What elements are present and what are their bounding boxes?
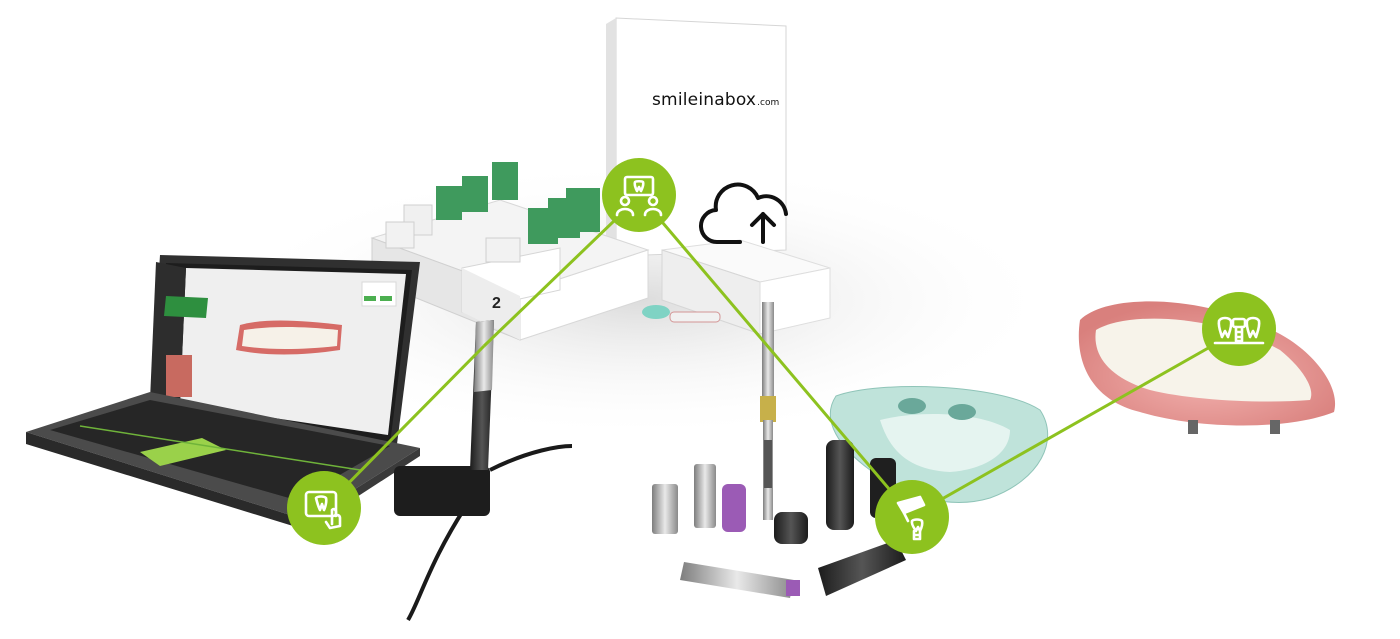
tablet-touch-icon — [304, 490, 342, 530]
cloud-upload-icon — [699, 182, 788, 245]
open-box — [661, 239, 831, 335]
consultation-icon — [615, 175, 663, 217]
surgical-guide — [829, 386, 1049, 503]
surgical-drill — [760, 302, 776, 520]
connector-lines — [322, 194, 1241, 518]
brand-tld: .com — [757, 98, 780, 108]
brand-name: smileinabox — [652, 90, 757, 110]
hotspot-implant-bridge[interactable] — [1202, 292, 1276, 366]
brand-logo: smileinabox .com — [652, 90, 782, 118]
intraoral-scanner — [394, 320, 573, 622]
small-parts — [642, 305, 721, 323]
implant-bridge-icon — [1213, 316, 1265, 345]
hotspot-tablet[interactable] — [287, 471, 361, 545]
laptop — [26, 255, 420, 530]
surgical-drill-icon — [896, 495, 926, 541]
box-number: 2 — [492, 295, 501, 312]
hotspot-consultation[interactable] — [602, 158, 676, 232]
implant-components — [652, 440, 906, 598]
hotspot-surgical-drill[interactable] — [875, 480, 949, 554]
